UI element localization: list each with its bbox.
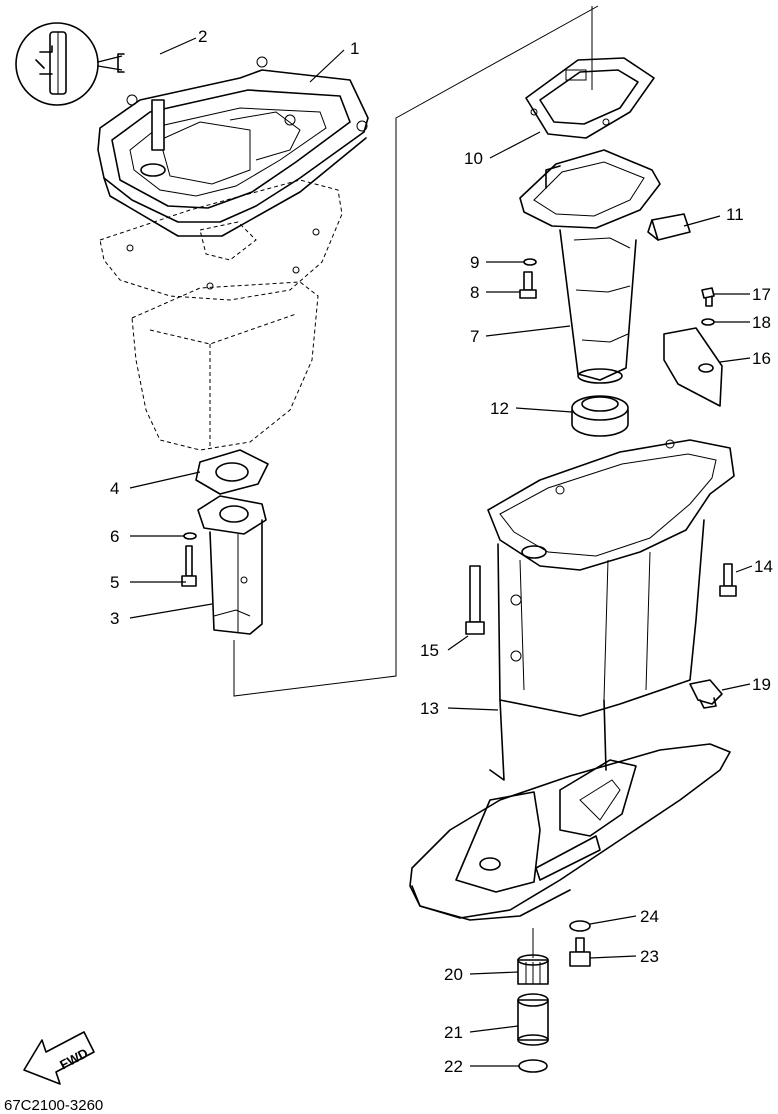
callout-20: 20 [444, 965, 463, 984]
fwd-arrow-icon: FWD [23, 1031, 95, 1085]
callout-8: 8 [470, 283, 479, 302]
detail-inset [15, 22, 125, 106]
callout-22: 22 [444, 1057, 463, 1076]
grommet-19 [689, 679, 723, 709]
callout-16: 16 [752, 349, 771, 368]
callout-14: 14 [754, 557, 773, 576]
washer-6 [183, 532, 197, 540]
callout-18: 18 [752, 313, 771, 332]
callout-labels: 1 2 3 4 5 6 7 8 9 10 11 12 13 14 15 16 1… [110, 27, 773, 1076]
callout-7: 7 [470, 327, 479, 346]
seal-12 [571, 395, 629, 437]
washer-9 [523, 258, 537, 266]
callout-4: 4 [110, 479, 119, 498]
part-code: 67C2100-3260 [4, 1097, 103, 1114]
callout-12: 12 [490, 399, 509, 418]
bolt-14 [719, 563, 737, 597]
leader-lines [129, 37, 753, 1067]
bolt-17 [701, 287, 715, 307]
callout-21: 21 [444, 1023, 463, 1042]
callout-5: 5 [110, 573, 119, 592]
callout-9: 9 [470, 253, 479, 272]
washer-18 [701, 318, 715, 326]
bolt-15 [465, 565, 485, 635]
gasket-upper [99, 179, 343, 301]
upper-case-assembly [97, 56, 369, 237]
callout-19: 19 [752, 675, 771, 694]
bushing-20 [517, 954, 549, 985]
callout-23: 23 [640, 947, 659, 966]
callout-24: 24 [640, 907, 659, 926]
plate-16 [663, 327, 723, 407]
collar-21 [517, 993, 549, 1046]
anti-cavitation-plate [409, 743, 731, 921]
callout-10: 10 [464, 149, 483, 168]
circlip-22 [518, 1059, 548, 1073]
washer-24 [569, 920, 591, 932]
callout-3: 3 [110, 609, 119, 628]
callout-2: 2 [198, 27, 207, 46]
exhaust-manifold-7 [519, 149, 661, 384]
gasket-10 [525, 57, 655, 139]
bolt-8 [519, 271, 537, 299]
oil-pan [131, 281, 319, 451]
callout-1: 1 [350, 39, 359, 58]
callout-6: 6 [110, 527, 119, 546]
callout-15: 15 [420, 641, 439, 660]
rubber-seal-11 [647, 213, 691, 241]
bolt-23 [569, 937, 591, 967]
bolt-5 [181, 545, 197, 587]
drive-shaft-housing-13 [487, 439, 735, 781]
callout-11: 11 [726, 205, 744, 224]
callout-13: 13 [420, 699, 439, 718]
gasket-4 [195, 449, 269, 495]
exhaust-guide-3 [197, 495, 267, 635]
callout-17: 17 [752, 285, 771, 304]
fwd-label: FWD [57, 1045, 90, 1072]
